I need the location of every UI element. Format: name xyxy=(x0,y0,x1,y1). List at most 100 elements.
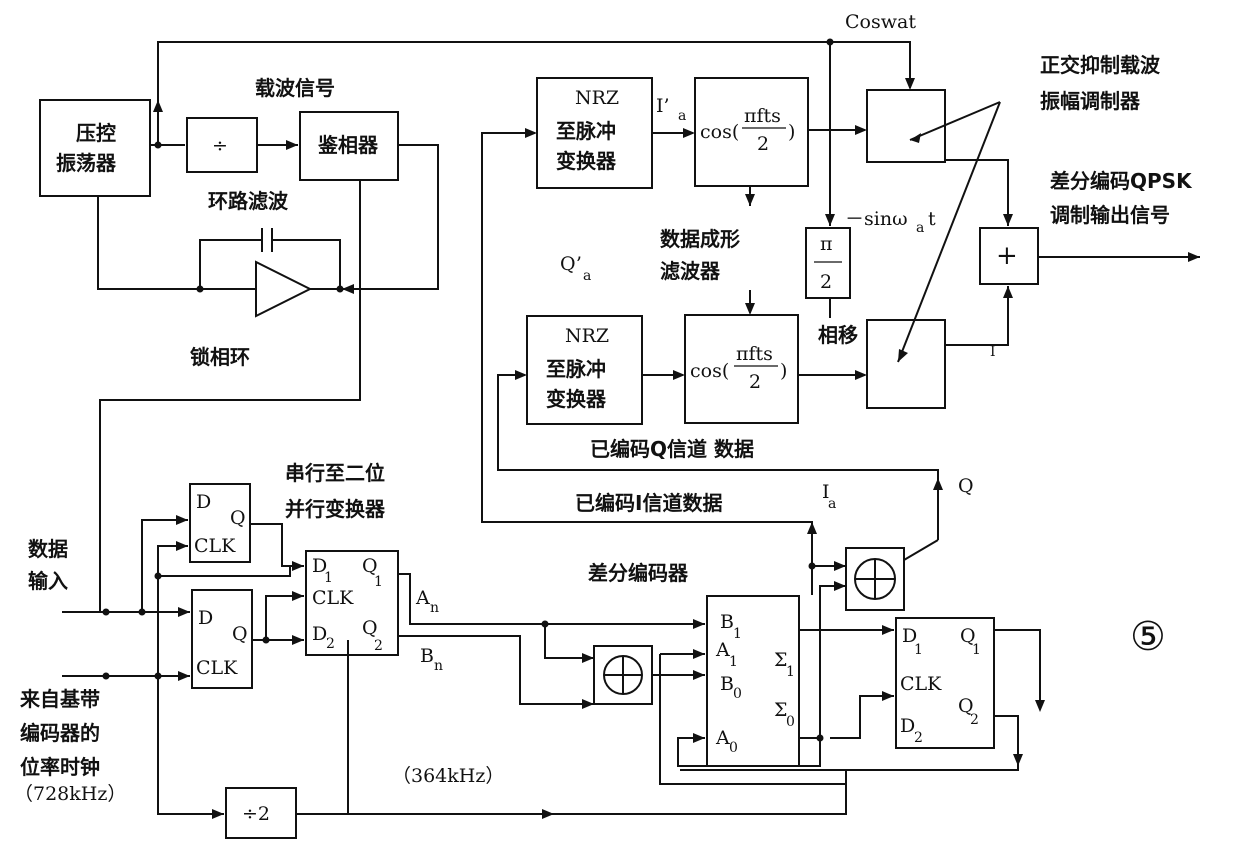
upper-multiplier xyxy=(866,89,946,163)
ff4-q1: Q xyxy=(960,625,976,647)
pi-den: 2 xyxy=(820,271,832,293)
clock-source-label-2: 编码器的 xyxy=(20,721,100,745)
clock-source-label-1: 来自基带 xyxy=(19,687,100,711)
enc-a1: A xyxy=(715,639,730,661)
data-shaping-label-1: 数据成形 xyxy=(660,227,740,251)
loop-amplifier xyxy=(255,260,313,318)
cos-q-prefix: cos( xyxy=(690,360,729,382)
output-label-1: 差分编码QPSK xyxy=(1050,169,1193,193)
nrz-q-label-2: 至脉冲 xyxy=(546,357,606,381)
ff3-d1: D xyxy=(312,555,327,577)
enc-sigma0-sub: 0 xyxy=(786,714,795,730)
ff4-d1: D xyxy=(902,625,917,647)
flip-flop-1 xyxy=(189,483,251,563)
ff2-d: D xyxy=(198,607,213,629)
i-prime-label: I’ xyxy=(656,95,670,117)
vco-label-2: 振荡器 xyxy=(56,151,117,175)
q-prime-label: Q’ xyxy=(560,253,582,275)
cos-q-suffix: ) xyxy=(780,360,787,382)
enc-sigma1: Σ xyxy=(774,649,787,671)
enc-sigma0: Σ xyxy=(774,699,787,721)
diff-encoder-block xyxy=(706,595,800,767)
divider-block xyxy=(186,117,258,173)
bn-sub: n xyxy=(434,658,443,674)
cos-filter-i xyxy=(694,77,809,187)
cos-i-num: πfts xyxy=(744,105,781,127)
enc-b1-sub: 1 xyxy=(733,626,742,642)
data-shaping-label-2: 滤波器 xyxy=(660,259,721,283)
ff3-q2: Q xyxy=(362,617,378,639)
ff4-q2-sub: 2 xyxy=(970,712,979,728)
ff1-q: Q xyxy=(230,507,246,529)
flip-flop-3 xyxy=(305,550,399,656)
ff3-d2-sub: 2 xyxy=(326,636,335,652)
ff3-q1: Q xyxy=(362,555,378,577)
an-sub: n xyxy=(430,600,439,616)
phase-detector-block xyxy=(299,111,399,181)
clock-source-label-3: 位率时钟 xyxy=(20,755,100,779)
i-prime-sub: a xyxy=(678,108,686,124)
output-label-2: 调制输出信号 xyxy=(1050,203,1170,227)
vco-block xyxy=(39,99,151,197)
enc-b0-sub: 0 xyxy=(733,686,742,702)
nrz-i-label-2: 至脉冲 xyxy=(556,119,616,143)
ff4-d2-sub: 2 xyxy=(914,730,923,746)
an-label: A xyxy=(415,587,430,609)
divide-by-2-block xyxy=(225,787,297,839)
q-out-label: Q xyxy=(958,475,974,497)
enc-a0: A xyxy=(715,727,730,749)
data-input-label-2: 输入 xyxy=(28,569,68,593)
ff4-q2: Q xyxy=(958,695,974,717)
q-prime-sub: a xyxy=(583,268,591,284)
ff2-clk: CLK xyxy=(196,657,238,679)
nrz-q-label-1: NRZ xyxy=(565,325,609,347)
sin-sub: a xyxy=(916,220,924,236)
wiring xyxy=(62,41,1200,815)
enc-sigma1-sub: 1 xyxy=(786,664,795,680)
nrz-i-label-1: NRZ xyxy=(575,87,619,109)
carrier-signal-label: 载波信号 xyxy=(255,76,335,100)
ff4-q1-sub: 1 xyxy=(972,642,981,658)
freq-364-label: （364kHz） xyxy=(392,765,504,787)
cos-i-den: 2 xyxy=(757,133,769,155)
nrz-converter-q xyxy=(526,315,643,425)
modulator-label-1: 正交抑制载波 xyxy=(1040,53,1161,77)
ff4-clk: CLK xyxy=(900,673,942,695)
nrz-i-label-3: 变换器 xyxy=(556,149,617,173)
ff3-d2: D xyxy=(312,623,327,645)
summer-plus: + xyxy=(996,241,1018,271)
flip-flop-4 xyxy=(895,617,995,749)
cos-q-num: πfts xyxy=(736,343,773,365)
pi-over-2-block xyxy=(805,227,851,299)
q-channel-data-label: 已编码Q信道 数据 xyxy=(590,437,754,461)
s2p-label-1: 串行至二位 xyxy=(285,461,385,485)
ff2-q: Q xyxy=(232,623,248,645)
flip-flop-2 xyxy=(191,589,253,689)
nrz-q-label-3: 变换器 xyxy=(546,387,607,411)
i-small-label: I xyxy=(990,344,996,360)
cos-q-den: 2 xyxy=(749,371,761,393)
cos-i-prefix: cos( xyxy=(700,121,739,143)
diff-encoder-label: 差分编码器 xyxy=(588,561,689,585)
ff4-d1-sub: 1 xyxy=(914,642,923,658)
divide-by-2-label: ÷2 xyxy=(242,803,270,825)
ff1-d: D xyxy=(196,491,211,513)
coswat-label: Coswat xyxy=(845,11,916,33)
sin-t: t xyxy=(928,208,936,230)
ff1-clk: CLK xyxy=(194,535,236,557)
loop-filter-label: 环路滤波 xyxy=(208,189,289,213)
ff3-d1-sub: 1 xyxy=(324,570,333,586)
ia-label: I xyxy=(822,481,830,503)
s2p-label-2: 并行变换器 xyxy=(285,497,386,521)
ia-sub: a xyxy=(828,496,836,512)
ff3-clk: CLK xyxy=(312,587,354,609)
sin-label: －sinω xyxy=(845,208,908,230)
cos-filter-q xyxy=(684,314,799,424)
ff3-q1-sub: 1 xyxy=(374,574,383,590)
cos-i-suffix: ) xyxy=(788,121,795,143)
arrowheads xyxy=(153,78,1200,819)
phase-detector-label: 鉴相器 xyxy=(317,133,379,157)
bn-label: B xyxy=(420,645,434,667)
clock-source-label-4: （728kHz） xyxy=(14,783,126,805)
